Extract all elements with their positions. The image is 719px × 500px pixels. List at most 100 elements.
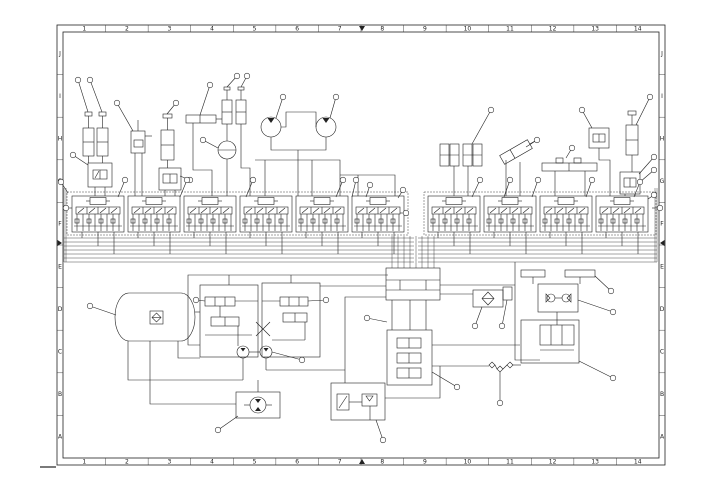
callout-bubble	[199, 136, 207, 144]
relief-valve-unit-stroke	[361, 393, 378, 407]
callout-leader	[199, 84, 211, 116]
proportional-valve-unit-stroke	[539, 324, 575, 346]
row-label-right: B	[660, 391, 664, 398]
callout-bubble	[578, 106, 586, 114]
check-valve-block-left-stroke	[94, 170, 100, 179]
column-label-bottom: 6	[295, 459, 299, 466]
valve-section-stroke	[266, 218, 272, 224]
callout-bubble	[646, 93, 654, 101]
junction-points-stroke	[494, 364, 498, 370]
valve-section-stroke	[98, 218, 104, 224]
callout-leader	[275, 96, 284, 119]
relief-valve-unit	[330, 366, 441, 421]
valve-section-stroke	[500, 207, 508, 214]
callout-leader	[89, 305, 117, 316]
column-label-top: 3	[168, 25, 172, 32]
pump-pair-stroke	[263, 348, 269, 352]
valve-section-stroke	[430, 218, 436, 224]
column-label-bottom: 10	[464, 459, 472, 466]
valve-section-stroke	[145, 197, 163, 205]
cylinder-pair-top-stroke	[237, 86, 245, 91]
callout-bubble	[322, 296, 330, 304]
row-label-right: I	[661, 93, 663, 100]
valve-section-stroke	[323, 207, 331, 214]
valve-section-stroke	[88, 207, 96, 214]
tilted-cylinder	[499, 139, 537, 165]
callout-bubble	[366, 181, 374, 189]
valve-section-stroke	[556, 207, 564, 214]
column-label-bottom: 4	[210, 459, 214, 466]
horizontal-actuator-right-stroke	[573, 157, 582, 164]
bank-outline-right	[423, 191, 657, 236]
valve-bank-right	[423, 191, 657, 254]
valve-section-stroke	[256, 207, 264, 214]
callout-leader	[366, 317, 388, 323]
callout-bubble	[332, 93, 340, 101]
valve-section	[351, 195, 405, 254]
callout-leader	[375, 419, 384, 441]
valve-section-stroke	[278, 207, 286, 214]
motor-circuit-lines-stroke	[340, 174, 396, 196]
junction-points-stroke	[502, 364, 508, 370]
directional-valve-upper-left-stroke	[133, 139, 144, 148]
check-valve-block-mid-stroke	[158, 167, 182, 191]
proportional-valve-unit-stroke	[520, 319, 580, 364]
column-label-bottom: 5	[253, 459, 257, 466]
valve-section	[127, 195, 181, 254]
callout-bubble	[471, 322, 479, 330]
valve-section-stroke	[245, 207, 253, 214]
valve-section-stroke	[155, 207, 163, 214]
valve-group-right-stroke	[255, 321, 271, 337]
hydraulic-motor-left-stroke	[267, 118, 275, 123]
row-label-left: H	[58, 136, 63, 143]
valve-section-stroke	[566, 218, 572, 224]
row-label-left: C	[58, 349, 62, 356]
valve-section-stroke	[578, 207, 586, 214]
check-valve-block-mid	[158, 167, 182, 196]
oil-tank-stroke	[114, 292, 196, 342]
column-label-top: 14	[634, 25, 642, 32]
valve-section-stroke	[366, 218, 372, 224]
valve-group-left-stroke	[204, 296, 236, 307]
callout-bubble	[636, 178, 644, 186]
cylinder-pair-left-stroke	[84, 111, 93, 117]
tank-lines	[127, 311, 345, 405]
callout-bubble	[339, 176, 347, 184]
valve-section	[239, 195, 293, 254]
callout-bubble	[206, 81, 214, 89]
cylinder-pair-lower-right-stroke	[564, 269, 596, 278]
callout-leader	[581, 109, 593, 129]
callout-bubble	[650, 153, 658, 161]
valve-section-stroke	[189, 207, 197, 214]
valve-section-stroke	[222, 207, 230, 214]
callout-bubble	[534, 176, 542, 184]
valve-section-stroke	[242, 218, 248, 224]
valve-bank-left	[66, 191, 409, 254]
accumulator-stroke	[240, 124, 251, 196]
row-label-right: E	[660, 263, 664, 270]
valve-section-stroke	[313, 197, 331, 205]
row-label-right: C	[660, 349, 664, 356]
cylinder-pair-top	[221, 86, 247, 125]
valve-section-stroke	[578, 218, 584, 224]
valve-section-stroke	[454, 218, 460, 224]
row-label-left: I	[59, 93, 61, 100]
valve-section-stroke	[554, 218, 560, 224]
column-label-bottom: 11	[506, 459, 514, 466]
callout-bubble	[453, 383, 461, 391]
callout-bubble	[74, 76, 82, 84]
row-label-left: D	[58, 306, 63, 313]
valve-section-stroke	[254, 218, 260, 224]
row-label-left: B	[58, 391, 62, 398]
valve-section-stroke	[612, 207, 620, 214]
valve-section-stroke	[510, 218, 516, 224]
callout-leader	[474, 306, 483, 327]
valve-section-stroke	[466, 207, 474, 214]
callout-leader	[501, 299, 508, 327]
directional-valve-upper-left	[130, 120, 152, 196]
callout-bubble	[214, 426, 222, 434]
callout-bubble	[609, 374, 617, 382]
valve-section-stroke	[598, 218, 604, 224]
valve-section-stroke	[545, 207, 553, 214]
valve-section-stroke	[77, 207, 85, 214]
